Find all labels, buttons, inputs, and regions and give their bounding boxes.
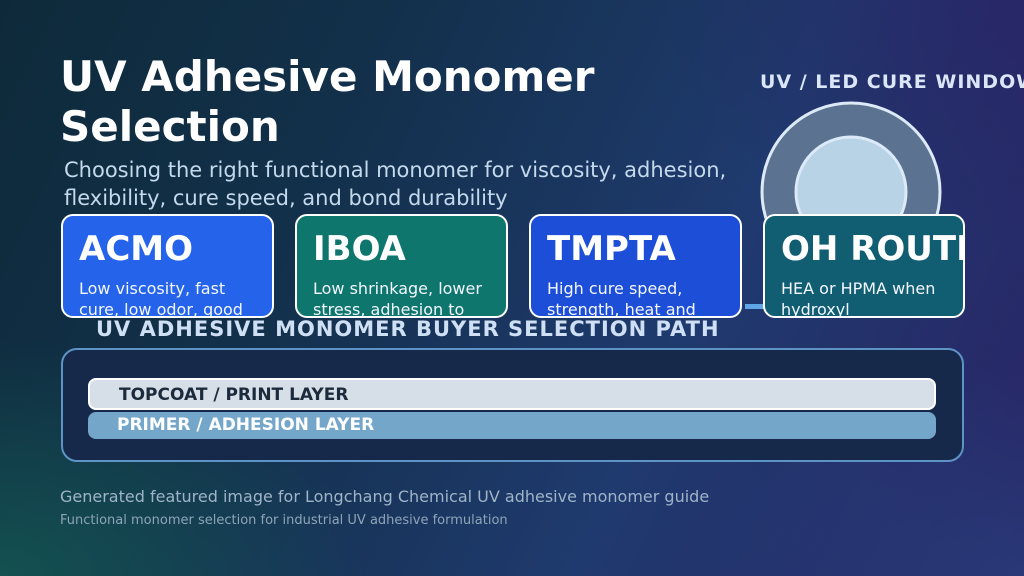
cure-window-label: UV / LED CURE WINDOW	[760, 71, 1024, 93]
card-tmpta: TMPTA High cure speed, strength, heat an…	[529, 214, 742, 318]
card-connector	[745, 304, 765, 309]
page-subtitle: Choosing the right functional monomer fo…	[64, 158, 727, 210]
card-acmo: ACMO Low viscosity, fast cure, low odor,…	[61, 214, 274, 318]
card-description: High cure speed, strength, heat and solv…	[547, 279, 696, 318]
page-title: UV Adhesive Monomer Selection	[60, 52, 595, 151]
card-description: HEA or HPMA when hydroxyl functionality …	[781, 279, 936, 318]
card-title: TMPTA	[547, 229, 676, 269]
topcoat-layer-bar: TOPCOAT / PRINT LAYER	[88, 378, 936, 410]
primer-layer-bar: PRIMER / ADHESION LAYER	[88, 412, 936, 439]
card-description: Low viscosity, fast cure, low odor, good…	[79, 279, 243, 318]
selection-path-title: UV ADHESIVE MONOMER BUYER SELECTION PATH	[96, 317, 720, 341]
card-iboa: IBOA Low shrinkage, lower stress, adhesi…	[295, 214, 508, 318]
card-title: IBOA	[313, 229, 406, 269]
card-title: OH ROUTE	[781, 229, 965, 269]
image-caption: Generated featured image for Longchang C…	[60, 487, 710, 506]
card-title: ACMO	[79, 229, 194, 269]
card-oh-route: OH ROUTE HEA or HPMA when hydroxyl funct…	[763, 214, 965, 318]
card-description: Low shrinkage, lower stress, adhesion to…	[313, 279, 482, 318]
image-subcaption: Functional monomer selection for industr…	[60, 513, 508, 528]
